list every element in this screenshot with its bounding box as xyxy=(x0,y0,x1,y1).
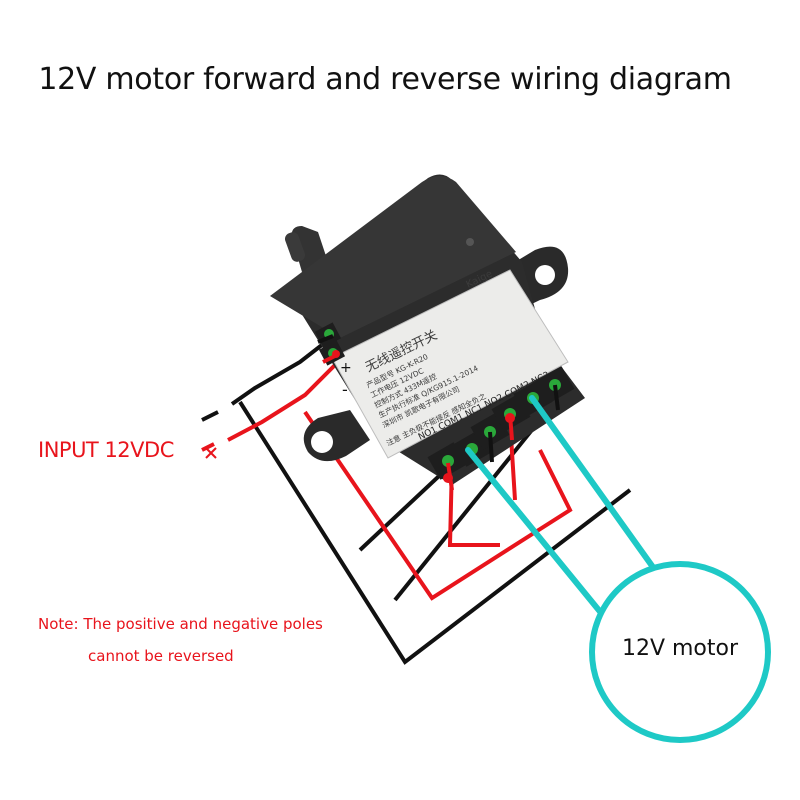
input-positive-wire xyxy=(227,358,342,442)
negative-wires xyxy=(230,332,632,665)
input-x-mark xyxy=(205,447,217,459)
module-top-face xyxy=(270,176,516,338)
input-voltage-label: INPUT 12VDC xyxy=(38,438,174,462)
module-plus-sign: + xyxy=(340,360,352,376)
positive-link-no1 xyxy=(447,462,500,547)
input-negative-wire xyxy=(230,332,338,406)
motor-wire-com1 xyxy=(465,447,618,633)
terminal-screw-heads xyxy=(332,350,515,483)
polarity-note-line2: cannot be reversed xyxy=(88,647,234,665)
motor-wires xyxy=(465,395,658,633)
status-led xyxy=(466,238,474,246)
module-minus-sign: - xyxy=(342,380,348,399)
negative-bus-wire xyxy=(238,400,632,665)
negative-link-nc2 xyxy=(393,408,550,602)
input-positive-dash xyxy=(201,442,215,452)
input-negative-dash xyxy=(201,410,219,422)
label-panel xyxy=(331,269,569,459)
polarity-note-line1: Note: The positive and negative poles xyxy=(38,615,323,633)
output-terminal-block xyxy=(427,366,575,480)
terminal-no1 xyxy=(442,455,454,467)
positive-bus-wire xyxy=(303,410,573,601)
diagram-title: 12V motor forward and reverse wiring dia… xyxy=(38,62,732,97)
motor-circle xyxy=(589,561,771,743)
motor-label: 12V motor xyxy=(621,636,739,661)
motor-wire-com2 xyxy=(529,395,658,573)
